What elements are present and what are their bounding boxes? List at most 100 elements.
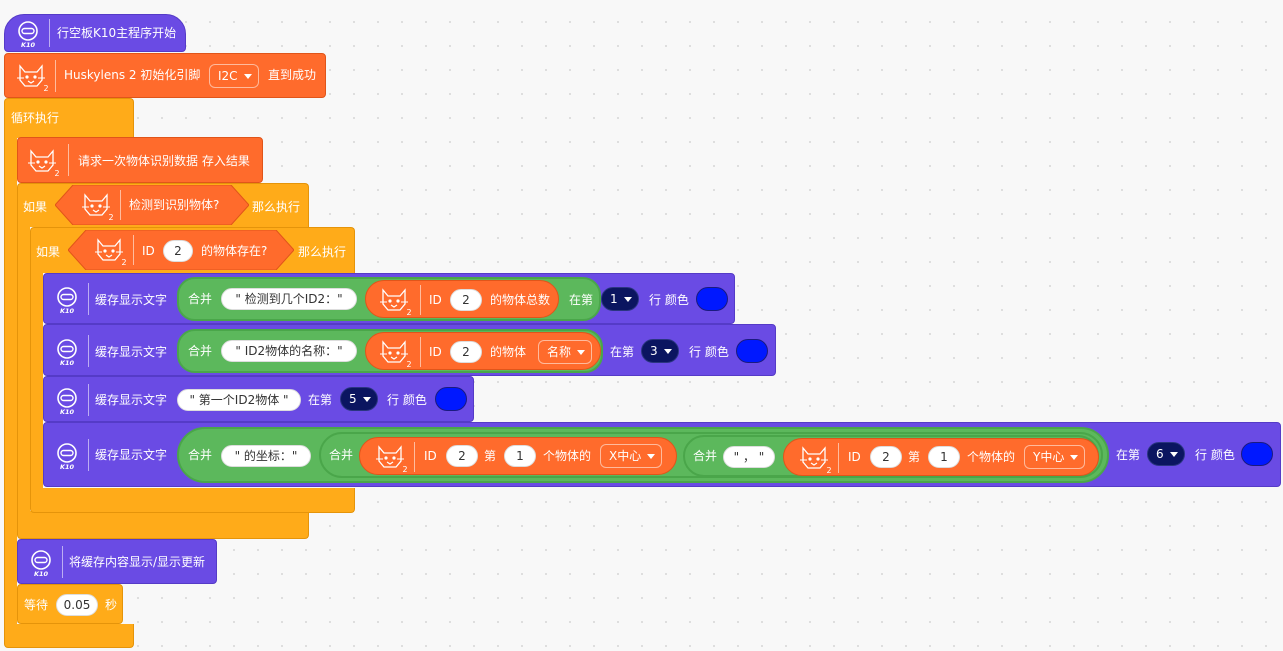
init-pin-dropdown[interactable]: I2C	[209, 64, 259, 88]
huskylens-icon	[376, 284, 412, 316]
caret-down-icon	[362, 397, 371, 402]
id-value-input[interactable]: 2	[446, 445, 478, 467]
if-outer-footer	[17, 511, 309, 539]
block-separator	[420, 337, 421, 367]
block-separator	[68, 144, 69, 176]
loop-arm	[4, 137, 17, 625]
merge-label: 合并	[188, 448, 213, 462]
x-property-dropdown[interactable]: X中心	[600, 444, 663, 468]
merge-label: 合并	[188, 344, 213, 358]
merge-reporter-inner[interactable]: 合并 " ， " ID 2 第 1 个物体的 Y中心	[683, 435, 1099, 477]
block-separator	[414, 442, 415, 472]
line-number-dropdown[interactable]: 1	[601, 287, 639, 311]
object-y-reporter[interactable]: ID 2 第 1 个物体的 Y中心	[783, 438, 1099, 476]
request-label: 请求一次物体识别数据 存入结果	[78, 154, 250, 168]
block-separator	[49, 19, 50, 47]
text-string-input[interactable]: " ID2物体的名称："	[221, 340, 357, 362]
caret-down-icon	[577, 350, 586, 355]
merge-reporter[interactable]: 合并 " 检测到几个ID2：" ID 2 的物体总数	[177, 277, 601, 321]
block-separator	[88, 384, 89, 416]
program-start-hat-block[interactable]: 行空板K10主程序开始	[4, 14, 186, 52]
id-value-input[interactable]: 2	[163, 240, 193, 262]
object-count-reporter[interactable]: ID 2 的物体总数	[365, 280, 559, 318]
merge-label: 合并	[329, 448, 354, 462]
line-prefix: 在第	[308, 393, 333, 407]
wait-seconds-input[interactable]: 0.05	[56, 594, 98, 616]
id-value-input[interactable]: 2	[450, 341, 482, 363]
merge-reporter-middle[interactable]: 合并 ID 2 第 1 个物体的 X中心 合并 " ， " ID 2	[319, 432, 1103, 478]
text-string-input[interactable]: " 的坐标："	[221, 445, 311, 467]
nth-value-input[interactable]: 1	[928, 446, 960, 468]
color-swatch[interactable]	[736, 339, 768, 363]
if-inner-footer	[30, 488, 355, 513]
merge-reporter[interactable]: 合并 " ID2物体的名称：" ID 2 的物体 名称	[177, 329, 603, 373]
huskylens-icon	[372, 441, 408, 473]
caret-down-icon	[243, 74, 252, 79]
block-separator	[62, 546, 63, 578]
line-number-dropdown[interactable]: 3	[641, 339, 679, 363]
display-update-block[interactable]: 将缓存内容显示/显示更新	[17, 539, 217, 584]
if-outer-block[interactable]: 如果 检测到识别物体? 那么执行	[17, 183, 309, 227]
request-detection-block[interactable]: 请求一次物体识别数据 存入结果	[17, 137, 263, 183]
huskylens-icon	[78, 189, 114, 221]
object-of-label: 个物体的	[967, 450, 1016, 464]
object-x-reporter[interactable]: ID 2 第 1 个物体的 X中心	[359, 437, 677, 475]
id-value-input[interactable]: 2	[870, 446, 902, 468]
line-color-label: 行 颜色	[649, 293, 689, 307]
caret-down-icon	[1169, 452, 1178, 457]
merge-label: 合并	[693, 449, 718, 463]
huskylens-icon	[796, 442, 832, 474]
line-color-label: 行 颜色	[689, 345, 729, 359]
comma-string-input[interactable]: " ， "	[723, 446, 775, 468]
wait-block[interactable]: 等待 0.05 秒	[17, 584, 123, 624]
color-swatch[interactable]	[696, 287, 728, 311]
forever-loop-block[interactable]: 循环执行	[4, 98, 134, 138]
id-value-input[interactable]: 2	[450, 289, 482, 311]
cache-text-block-2[interactable]: 缓存显示文字 合并 " ID2物体的名称：" ID 2 的物体 名称 在第 3 …	[43, 324, 776, 376]
k10-icon	[52, 386, 82, 416]
line-color-label: 行 颜色	[1195, 448, 1235, 462]
cache-text-label: 缓存显示文字	[95, 293, 168, 307]
cache-text-label: 缓存显示文字	[95, 448, 168, 462]
line-prefix: 在第	[569, 293, 594, 307]
cache-text-label: 缓存显示文字	[95, 393, 168, 407]
merge-label: 合并	[188, 292, 213, 306]
line-number-dropdown[interactable]: 6	[1147, 442, 1185, 466]
if-outer-condition: 检测到识别物体?	[129, 198, 220, 212]
if-inner-arm	[30, 272, 43, 489]
block-separator	[420, 285, 421, 315]
id-label: ID	[848, 450, 861, 464]
block-separator	[55, 60, 56, 92]
block-separator	[120, 190, 121, 220]
nth-value-input[interactable]: 1	[504, 445, 536, 467]
cache-text-block-1[interactable]: 缓存显示文字 合并 " 检测到几个ID2：" ID 2 的物体总数 在第 1 行…	[43, 273, 735, 324]
display-update-label: 将缓存内容显示/显示更新	[69, 555, 206, 569]
if-inner-block[interactable]: 如果 ID 2 的物体存在? 那么执行	[30, 227, 355, 273]
if-keyword: 如果	[23, 200, 48, 214]
text-string-input[interactable]: " 检测到几个ID2："	[221, 288, 357, 310]
block-separator	[838, 443, 839, 473]
condition-hexagon[interactable]	[55, 185, 249, 225]
line-number-dropdown[interactable]: 5	[340, 387, 378, 411]
property-dropdown[interactable]: 名称	[538, 340, 593, 364]
wait-label: 等待	[24, 598, 49, 612]
merge-reporter-outer[interactable]: 合并 " 的坐标：" 合并 ID 2 第 1 个物体的 X中心 合并 " ， "	[177, 427, 1109, 483]
cache-text-block-3[interactable]: 缓存显示文字 " 第一个ID2物体 " 在第 5 行 颜色	[43, 376, 474, 422]
color-swatch[interactable]	[1241, 442, 1273, 466]
k10-icon	[26, 548, 56, 578]
line-color-label: 行 颜色	[387, 393, 427, 407]
id-label: ID	[142, 244, 155, 258]
huskylens-init-block[interactable]: Huskylens 2 初始化引脚 I2C 直到成功	[4, 53, 326, 98]
text-string-input[interactable]: " 第一个ID2物体 "	[177, 389, 301, 411]
id-label: ID	[424, 449, 437, 463]
if-outer-arm	[17, 226, 30, 512]
caret-down-icon	[663, 349, 672, 354]
cache-text-block-4[interactable]: 缓存显示文字 合并 " 的坐标：" 合并 ID 2 第 1 个物体的 X中心 合…	[43, 422, 1281, 487]
caret-down-icon	[647, 454, 656, 459]
program-start-label: 行空板K10主程序开始	[57, 26, 177, 40]
if-keyword: 如果	[36, 245, 61, 259]
color-swatch[interactable]	[435, 387, 467, 411]
object-property-reporter[interactable]: ID 2 的物体 名称	[365, 332, 601, 370]
block-separator	[88, 335, 89, 367]
y-property-dropdown[interactable]: Y中心	[1024, 445, 1086, 469]
